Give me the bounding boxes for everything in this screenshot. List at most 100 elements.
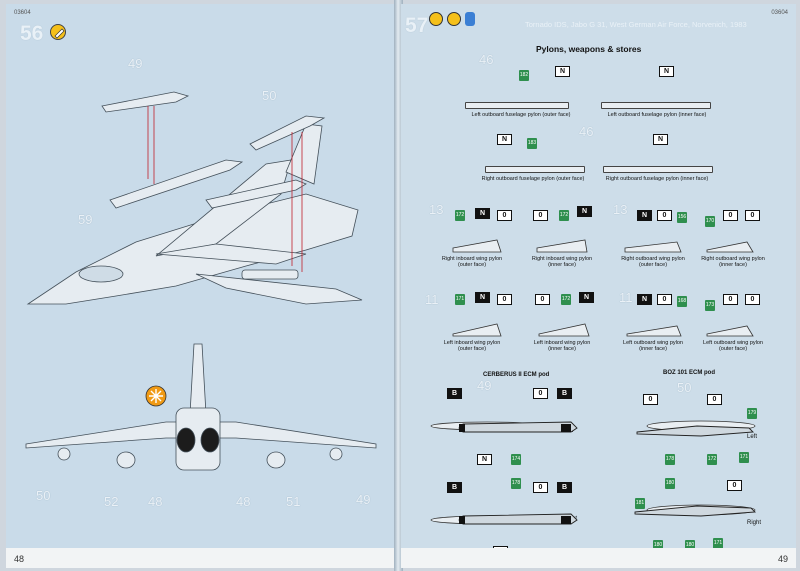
decal-flag: 0 bbox=[497, 294, 512, 305]
decal-flag: N bbox=[637, 210, 652, 221]
decal-flag: N bbox=[653, 134, 668, 145]
side-label: Left bbox=[747, 434, 758, 440]
marker-50: 50 bbox=[677, 380, 692, 395]
page-code: 03604 bbox=[14, 10, 31, 16]
decal-tag: 172 bbox=[559, 210, 569, 221]
pylon-label: Left outboard fuselage pylon (inner face… bbox=[607, 112, 707, 118]
decal-flag: B bbox=[447, 482, 462, 493]
callout-59: 59 bbox=[78, 212, 93, 227]
marker-49: 49 bbox=[477, 378, 492, 393]
page-number: 48 bbox=[14, 554, 25, 564]
callout-49: 49 bbox=[356, 492, 371, 507]
decal-tag: 180 bbox=[665, 478, 675, 489]
wing-pylon-label: Right outboard wing pylon (inner face) bbox=[701, 256, 765, 269]
star-icon bbox=[447, 12, 461, 26]
decal-flag: 0 bbox=[533, 388, 548, 399]
wing-pylon-label: Left outboard wing pylon (inner face) bbox=[623, 340, 683, 353]
wing-pylon-label: Left inboard wing pylon (inner face) bbox=[533, 340, 591, 353]
decal-flag: 0 bbox=[723, 210, 738, 221]
page-number: 49 bbox=[777, 554, 788, 564]
side-label: Right bbox=[747, 520, 762, 526]
decal-flag: N bbox=[659, 66, 674, 77]
decal-tag: 173 bbox=[705, 300, 715, 311]
wing-pylon-label: Right inboard wing pylon (outer face) bbox=[441, 256, 503, 269]
decal-tag: 172 bbox=[707, 454, 717, 465]
step-number: 57 bbox=[405, 14, 429, 37]
decal-flag: N bbox=[579, 292, 594, 303]
decal-tag: 180 bbox=[653, 540, 663, 551]
pylon-diagram bbox=[485, 166, 585, 173]
decal-tag: 180 bbox=[685, 540, 695, 551]
section-title: Pylons, weapons & stores bbox=[536, 44, 642, 54]
callout-52: 52 bbox=[104, 494, 119, 509]
decal-tag: 183 bbox=[527, 138, 537, 149]
right-footer: 49 bbox=[401, 548, 796, 568]
marker-46: 46 bbox=[479, 52, 494, 67]
right-page: 03604 57 Tornado IDS, Jabo G 31, West Ge… bbox=[401, 4, 796, 568]
decal-flag: 0 bbox=[657, 210, 672, 221]
wing-pylon-label: Right outboard wing pylon (outer face) bbox=[621, 256, 685, 269]
decal-tag: 171 bbox=[739, 452, 749, 463]
callout-51: 51 bbox=[286, 494, 301, 509]
glue-icon bbox=[465, 12, 475, 26]
pylon-diagram bbox=[601, 102, 711, 109]
pylon-label: Right outboard fuselage pylon (inner fac… bbox=[605, 176, 709, 182]
pod-title: BOZ 101 ECM pod bbox=[663, 370, 716, 376]
decal-tag: 172 bbox=[455, 210, 465, 221]
marker-46: 46 bbox=[579, 124, 594, 139]
paint-icon bbox=[50, 24, 66, 40]
decal-tag: 174 bbox=[511, 454, 521, 465]
decal-tag: 172 bbox=[561, 294, 571, 305]
decal-flag: N bbox=[475, 208, 490, 219]
callout-49: 49 bbox=[128, 56, 143, 71]
callout-48: 48 bbox=[236, 494, 251, 509]
decal-tag: 171 bbox=[713, 538, 723, 549]
decal-flag: 0 bbox=[745, 210, 760, 221]
pod-title: CERBERUS II ECM pod bbox=[483, 372, 550, 378]
markings-header: Tornado IDS, Jabo G 31, West German Air … bbox=[525, 20, 747, 29]
decal-tag: 171 bbox=[455, 294, 465, 305]
callout-48: 48 bbox=[148, 494, 163, 509]
step-number: 56 bbox=[20, 22, 44, 45]
pylon-label: Left outboard fuselage pylon (outer face… bbox=[471, 112, 571, 118]
decal-tag: 182 bbox=[519, 70, 529, 81]
callout-50: 50 bbox=[262, 88, 277, 103]
wing-pylon-label: Right inboard wing pylon (inner face) bbox=[531, 256, 593, 269]
decal-flag: B bbox=[557, 482, 572, 493]
left-footer: 48 bbox=[6, 548, 395, 568]
marker-11: 11 bbox=[619, 290, 633, 305]
decal-flag: N bbox=[475, 292, 490, 303]
decal-tag: 168 bbox=[677, 296, 687, 307]
page-code: 03604 bbox=[771, 10, 788, 16]
decal-tag: 178 bbox=[665, 454, 675, 465]
decal-flag: B bbox=[557, 388, 572, 399]
decal-flag: 0 bbox=[535, 294, 550, 305]
paint-icon bbox=[429, 12, 443, 26]
left-page: 03604 56 bbox=[6, 4, 396, 568]
decal-flag: N bbox=[497, 134, 512, 145]
decal-flag: B bbox=[447, 388, 462, 399]
decal-flag: 0 bbox=[745, 294, 760, 305]
decal-flag: 0 bbox=[643, 394, 658, 405]
decal-tag: 170 bbox=[705, 216, 715, 227]
wing-pylon-label: Left outboard wing pylon (outer face) bbox=[703, 340, 763, 353]
marker-11: 11 bbox=[425, 292, 439, 307]
pod-diagrams bbox=[458, 421, 757, 525]
marker-13: 13 bbox=[429, 202, 444, 217]
decal-tag: 178 bbox=[511, 478, 521, 489]
aircraft-illustration bbox=[25, 91, 377, 471]
decal-flag: N bbox=[577, 206, 592, 217]
pylon-label: Right outboard fuselage pylon (outer fac… bbox=[481, 176, 585, 182]
pylon-diagram bbox=[465, 102, 569, 109]
decal-flag: 0 bbox=[723, 294, 738, 305]
marker-13: 13 bbox=[613, 202, 628, 217]
callout-50: 50 bbox=[36, 488, 51, 503]
decal-tag: 181 bbox=[635, 498, 645, 509]
decal-flag: 0 bbox=[727, 480, 742, 491]
decal-flag: N bbox=[555, 66, 570, 77]
decal-flag: 0 bbox=[533, 482, 548, 493]
decal-flag: 0 bbox=[657, 294, 672, 305]
decal-flag: 0 bbox=[497, 210, 512, 221]
decal-flag: 0 bbox=[533, 210, 548, 221]
